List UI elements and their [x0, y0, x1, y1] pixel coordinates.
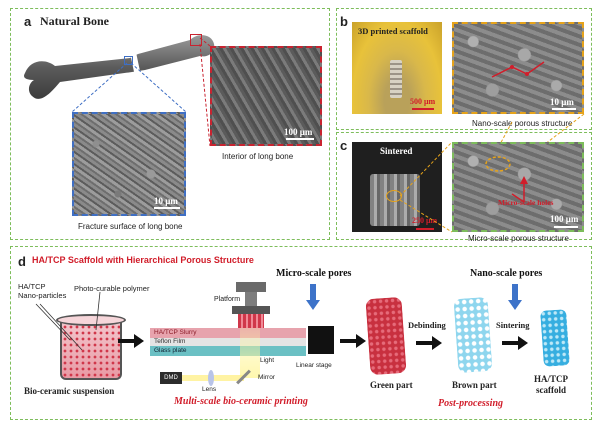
panel-a — [10, 8, 330, 240]
platform-label: Platform — [214, 296, 241, 303]
bone-zoom-blue — [124, 56, 133, 65]
panel-b — [336, 8, 592, 130]
printing-label: Multi-scale bio-ceramic printing — [174, 396, 308, 407]
arrow-to-green — [340, 334, 366, 348]
interior-sem-image — [210, 46, 322, 146]
panel-d — [10, 246, 592, 420]
arrow-to-printer — [118, 334, 144, 348]
sintered-ct-image — [352, 142, 442, 232]
slurry-label: HA/TCP Slurry — [154, 329, 197, 336]
lens-label: Lens — [202, 386, 217, 393]
micro-scale-label: 100 μm — [550, 214, 579, 224]
nano-sem-arrows — [491, 61, 545, 78]
micro-scale-bar — [554, 226, 578, 228]
linear-stage — [308, 326, 334, 354]
micro-pores-label: Micro-scale pores — [276, 268, 352, 279]
printed-part-red — [238, 314, 264, 328]
interior-scale-bar — [286, 138, 314, 140]
sintered-scale-bar — [416, 228, 434, 230]
brown-part — [453, 296, 493, 374]
printed-scaffold-title: 3D printed scaffold — [358, 26, 428, 36]
lens — [208, 370, 214, 386]
printed-scaffold-photo — [352, 22, 442, 114]
nano-scale-label: 10 μm — [550, 97, 574, 107]
scaffold-label: HA/TCP scaffold — [534, 374, 569, 395]
fracture-caption: Fracture surface of long bone — [78, 222, 183, 231]
panel-b-label: b — [340, 14, 348, 29]
panel-d-label: d — [18, 254, 26, 269]
panel-a-label: a — [24, 14, 32, 29]
green-part — [365, 296, 407, 376]
beaker — [60, 318, 122, 380]
sintered-title: Sintered — [380, 146, 413, 156]
teflon-layer — [150, 338, 306, 346]
post-processing-label: Post-processing — [438, 398, 503, 409]
linear-stage-label: Linear stage — [296, 362, 332, 369]
micro-sem-image — [452, 142, 584, 232]
polymer-label: Photo-curable polymer — [74, 284, 150, 293]
mirror-label: Mirror — [258, 374, 275, 381]
panel-a-title: Natural Bone — [40, 14, 109, 28]
dmd-box: DMD — [160, 372, 182, 384]
panel-c — [336, 132, 592, 240]
printed-scale-label: 500 μm — [410, 97, 436, 106]
arrow-to-scaffold — [502, 336, 528, 350]
micro-caption: Micro-scale porous structure — [468, 234, 569, 243]
micro-holes-annotation: Micro-scale holes — [498, 198, 554, 207]
interior-scale-label: 100 μm — [284, 127, 313, 137]
final-scaffold — [540, 309, 570, 367]
debinding-label: Debinding — [408, 320, 446, 330]
platform-head — [236, 282, 266, 292]
micro-sem-markers — [485, 156, 528, 203]
nano-sem-image — [452, 22, 584, 114]
platform-plate — [232, 306, 270, 314]
arrow-to-brown — [416, 336, 442, 350]
interior-caption: Interior of long bone — [222, 152, 294, 161]
glass-label: Glass plate — [154, 347, 187, 354]
bone-zoom-red — [190, 34, 202, 46]
beaker-pointers — [35, 291, 101, 351]
suspension-label: Bio-ceramic suspension — [24, 386, 115, 396]
beaker-particles — [62, 318, 120, 378]
fracture-sem-image — [72, 112, 186, 216]
micro-pores-arrow — [306, 284, 320, 310]
bone-illustration — [24, 35, 215, 99]
green-part-label: Green part — [370, 380, 413, 390]
panel-c-label: c — [340, 138, 348, 153]
slurry-layer — [150, 328, 306, 338]
dmd-label: DMD — [164, 375, 178, 381]
printed-scaffold-object — [390, 60, 402, 98]
fracture-scale-bar — [154, 207, 180, 209]
panel-d-title: HA/TCP Scaffold with Hierarchical Porous… — [32, 255, 254, 265]
sintered-scale-label: 250 μm — [412, 216, 438, 225]
sintering-label: Sintering — [496, 320, 530, 330]
light-beam — [240, 328, 260, 378]
light-label: Light — [260, 357, 275, 364]
teflon-label: Teflon Film — [154, 338, 186, 345]
nano-pores-label: Nano-scale pores — [470, 268, 543, 279]
sintered-ct-highlight — [386, 190, 402, 202]
fracture-scale-label: 10 μm — [154, 196, 178, 206]
nano-caption: Nano-scale porous structure — [472, 119, 573, 128]
nano-pores-arrow — [508, 284, 522, 310]
brown-part-label: Brown part — [452, 380, 497, 390]
platform-shaft — [245, 292, 257, 308]
nano-scale-bar — [552, 108, 576, 110]
printed-scale-bar — [412, 108, 434, 110]
beaker-rim — [56, 314, 126, 326]
hatcp-particles-label: HA/TCP Nano-particles — [18, 282, 67, 300]
panel-a-connectors — [71, 37, 211, 147]
glass-layer — [150, 346, 306, 356]
